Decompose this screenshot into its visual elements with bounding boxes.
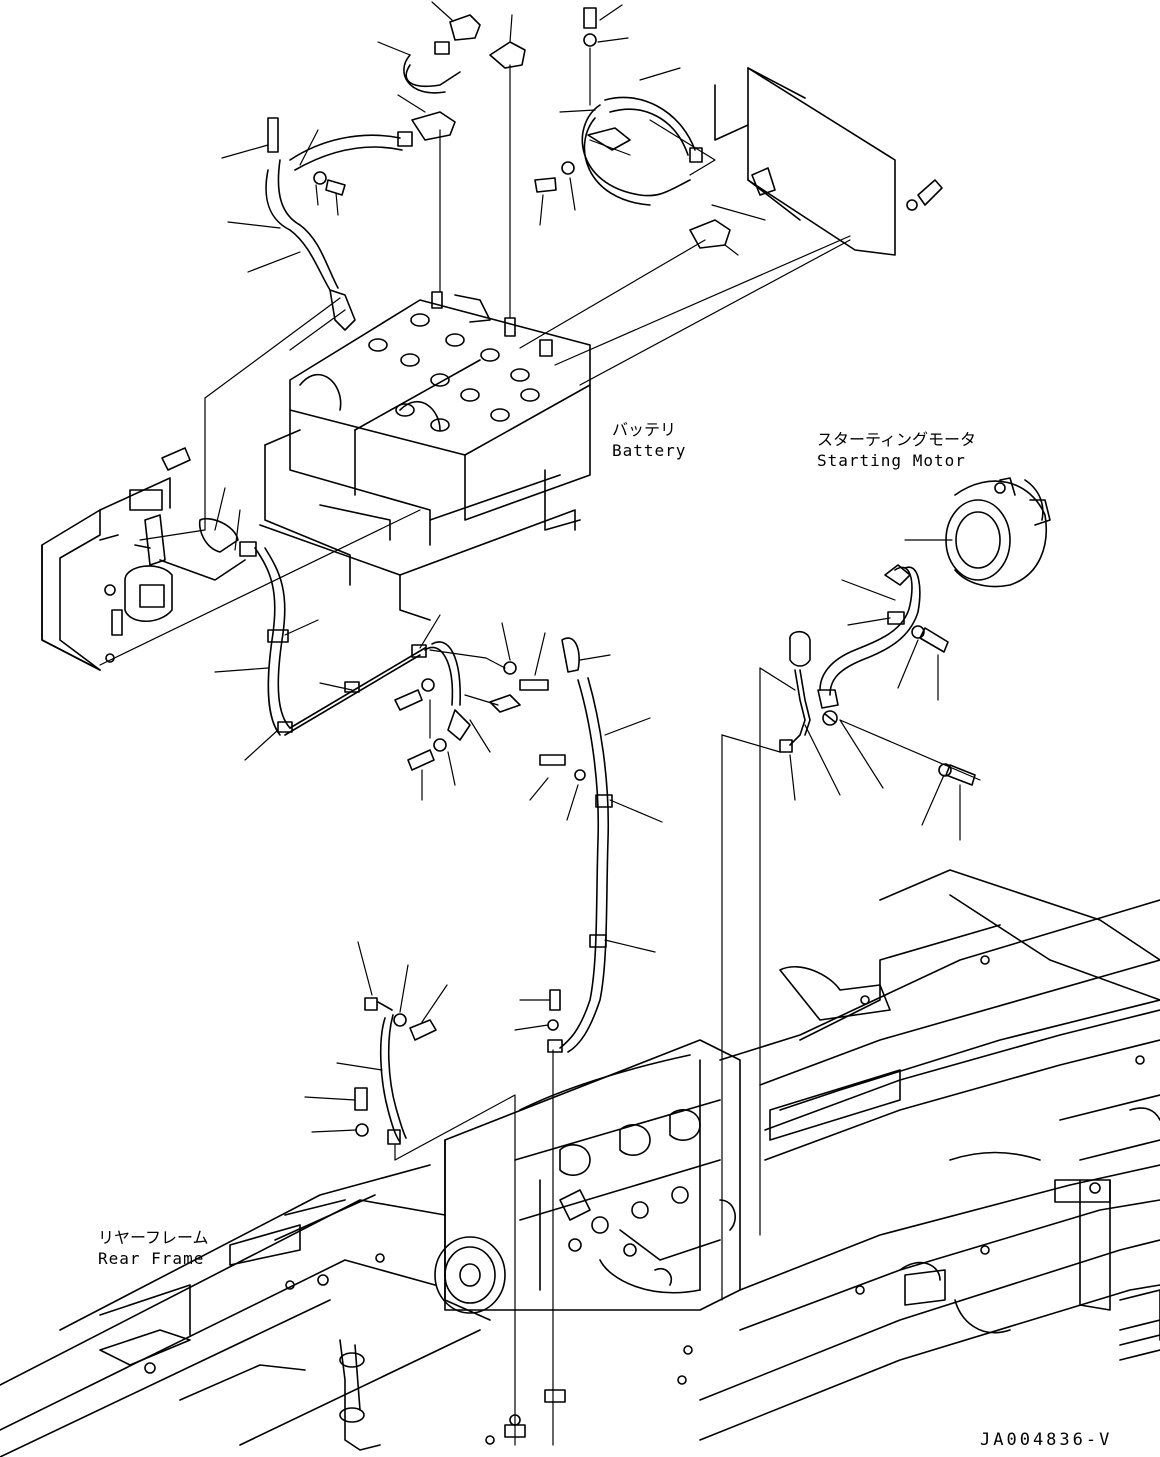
engine-and-frame — [0, 870, 1160, 1457]
battery-label-en: Battery — [612, 441, 687, 460]
lower-cable — [305, 942, 553, 1445]
rear-frame-label-jp: リヤーフレーム — [98, 1228, 209, 1247]
drawing-number: JA004836-V — [980, 1430, 1113, 1450]
starting-motor — [722, 478, 1050, 1300]
starting-motor-label-en: Starting Motor — [817, 451, 966, 470]
mounting-plate — [715, 68, 895, 255]
battery-assembly — [260, 292, 590, 620]
rear-frame-label-en: Rear Frame — [98, 1249, 205, 1268]
battery-label-jp: バッテリ — [612, 420, 677, 439]
battery-cables-top — [266, 8, 942, 330]
center-cables — [200, 488, 662, 1052]
leader-lines — [100, 2, 850, 665]
starting-motor-label-jp: スターティングモータ — [817, 430, 977, 449]
relay-box — [42, 448, 245, 670]
